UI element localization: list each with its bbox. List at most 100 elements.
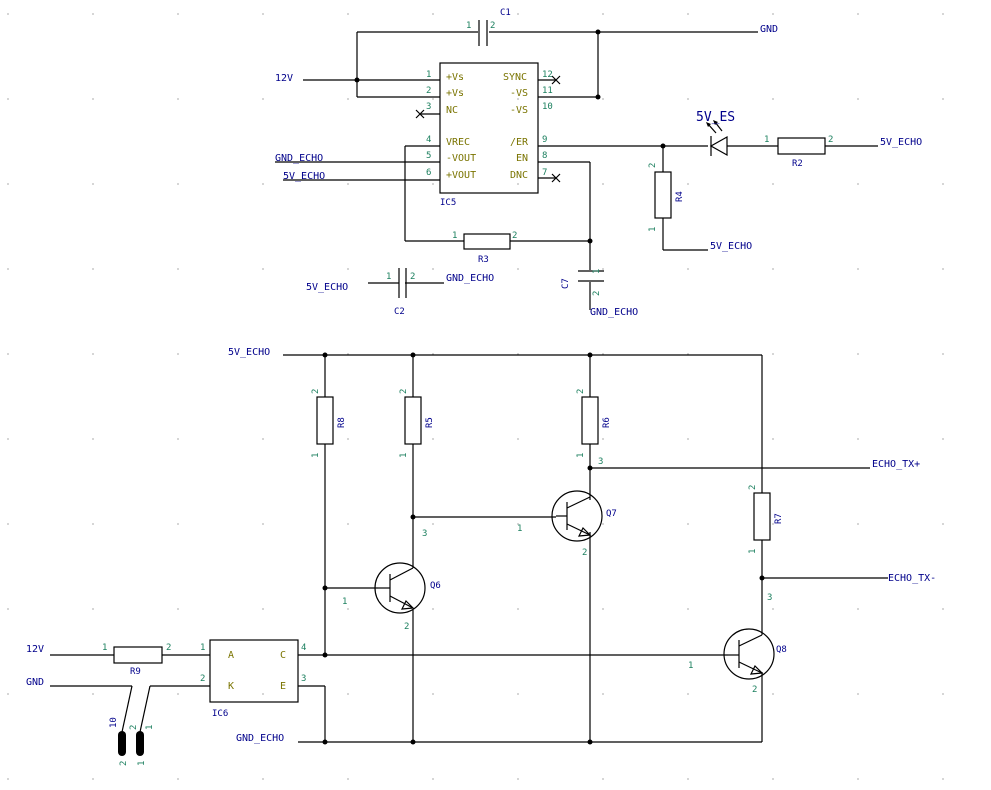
grid-dot (347, 268, 349, 270)
net-label-gnd-echo-bottom: GND_ECHO (236, 733, 284, 744)
grid-dot (942, 778, 944, 780)
grid-dot (517, 523, 519, 525)
grid-dot (177, 183, 179, 185)
net-label-5v-echo-rail: 5V_ECHO (228, 347, 270, 358)
grid-dot (347, 693, 349, 695)
pin-num-ic6-3: 3 (301, 674, 306, 684)
c7-capacitor (578, 270, 604, 282)
grid-dot (262, 693, 264, 695)
ref-c2: C2 (394, 307, 405, 317)
pin-num-r8-2: 2 (311, 389, 321, 394)
grid-dot (7, 438, 9, 440)
pin-num-ic6-1: 1 (200, 643, 205, 653)
ic5-pin-vrec: VREC (446, 137, 470, 148)
ref-r7: R7 (774, 513, 784, 524)
ref-c1: C1 (500, 8, 511, 18)
grid-dot (177, 98, 179, 100)
grid-dot (177, 523, 179, 525)
net-label-gnd-echo-c2: GND_ECHO (446, 273, 494, 284)
pin-num-r2-1: 1 (764, 135, 769, 145)
pin-num-ic5-12: 12 (542, 70, 553, 80)
net-label-echo-tx-minus: ECHO_TX- (888, 573, 936, 584)
grid-dot (857, 608, 859, 610)
grid-dot (177, 353, 179, 355)
pin-num-ic5-1: 1 (426, 70, 431, 80)
grid-dot (687, 693, 689, 695)
net-label-5v-echo-r2: 5V_ECHO (880, 137, 922, 148)
r3-resistor (463, 233, 511, 250)
grid-dot (92, 98, 94, 100)
pin-num-j10-1-top: 1 (145, 725, 155, 730)
grid-dot (857, 353, 859, 355)
grid-dot (92, 13, 94, 15)
grid-dot (177, 778, 179, 780)
grid-dot (347, 438, 349, 440)
grid-dot (262, 268, 264, 270)
ic6-pin-k: K (228, 681, 234, 692)
pin-num-ic5-3: 3 (426, 102, 431, 112)
grid-dot (7, 268, 9, 270)
grid-dot (687, 98, 689, 100)
grid-dot (7, 13, 9, 15)
grid-dot (262, 353, 264, 355)
ref-r2: R2 (792, 159, 803, 169)
pin-num-r5-1: 1 (399, 453, 409, 458)
junctions-bottom (322, 352, 765, 745)
pin-num-q7-1: 1 (517, 524, 522, 534)
pin-num-ic5-7: 7 (542, 168, 547, 178)
grid-dots (7, 13, 944, 780)
grid-dot (7, 98, 9, 100)
grid-dot (432, 778, 434, 780)
pin-num-r6-1: 1 (576, 453, 586, 458)
net-label-gnd-top: GND (760, 24, 778, 35)
pin-num-j10-2-top: 2 (129, 725, 139, 730)
ic5-pin-mvs2: -VS (510, 105, 528, 116)
pin-num-q6-2: 2 (404, 622, 409, 632)
r9-resistor (113, 646, 163, 664)
c2-capacitor (398, 268, 407, 298)
ref-r5: R5 (425, 417, 435, 428)
pin-num-r4-1: 1 (648, 227, 658, 232)
ic5-pin-er: /ER (510, 137, 529, 148)
grid-dot (772, 98, 774, 100)
grid-dot (857, 13, 859, 15)
pin-num-ic5-9: 9 (542, 135, 547, 145)
grid-dot (772, 778, 774, 780)
grid-dot (92, 438, 94, 440)
grid-dot (177, 693, 179, 695)
grid-dot (942, 13, 944, 15)
net-label-5v-echo-r4: 5V_ECHO (710, 241, 752, 252)
r4-resistor (654, 171, 672, 219)
pin-num-r4-2: 2 (648, 163, 658, 168)
ref-q6: Q6 (430, 581, 441, 591)
grid-dot (7, 778, 9, 780)
grid-dot (517, 608, 519, 610)
grid-dot (432, 693, 434, 695)
pin-num-r8-1: 1 (311, 453, 321, 458)
grid-dot (942, 608, 944, 610)
grid-dot (772, 268, 774, 270)
net-label-12v-bottom: 12V (26, 644, 44, 655)
grid-dot (92, 523, 94, 525)
grid-dot (517, 183, 519, 185)
ic6-body (209, 639, 299, 703)
grid-dot (942, 183, 944, 185)
pin-num-c7-1: 1 (592, 269, 602, 274)
grid-dot (772, 13, 774, 15)
pin-num-c1-2: 2 (490, 21, 495, 31)
grid-dot (177, 13, 179, 15)
r7-resistor (753, 492, 771, 541)
net-label-gnd-bottom: GND (26, 677, 44, 688)
pin-num-r2-2: 2 (828, 135, 833, 145)
ic5-pin-dnc: DNC (510, 170, 528, 181)
grid-dot (687, 523, 689, 525)
ref-ic5: IC5 (440, 198, 456, 208)
grid-dot (602, 693, 604, 695)
ref-led: 5V_ES (696, 110, 735, 125)
grid-dot (857, 98, 859, 100)
grid-dot (687, 438, 689, 440)
grid-dot (857, 523, 859, 525)
pin-num-ic5-4: 4 (426, 135, 431, 145)
ic5-pin-vs2: +Vs (446, 88, 464, 99)
pin-num-r9-1: 1 (102, 643, 107, 653)
